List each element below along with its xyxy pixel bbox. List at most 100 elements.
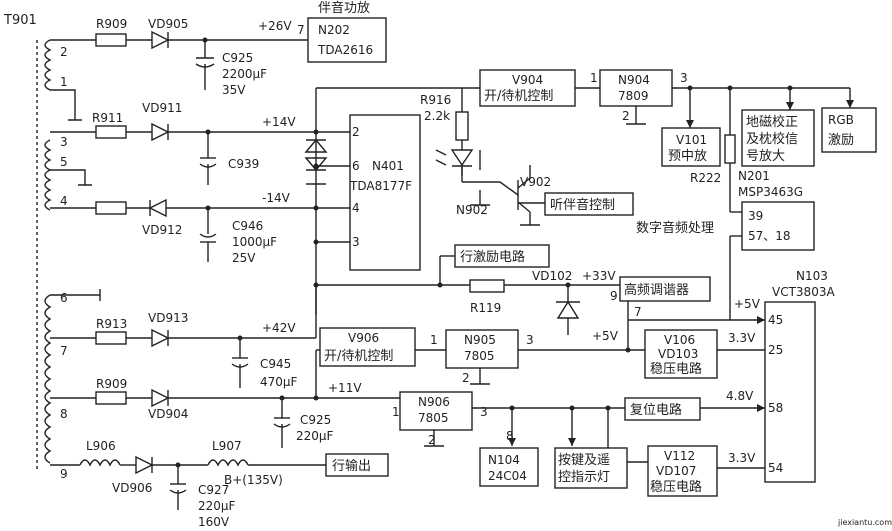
r916-value: 2.2k: [424, 109, 450, 123]
row-11v: [50, 349, 400, 448]
n401-pin3: 3: [352, 235, 360, 249]
n104-pin: 8: [506, 429, 514, 443]
v101-block: [661, 127, 721, 167]
n904-pin3: 3: [680, 71, 688, 85]
c939-label: C939: [228, 157, 259, 171]
geo-line3: 号放大: [746, 149, 785, 164]
reset-block: [624, 397, 701, 421]
vneg14-label: -14V: [262, 191, 291, 205]
tuner-block: [619, 276, 711, 302]
n103-pin54: 54: [768, 461, 783, 475]
n401-part: TDA8177F: [349, 179, 412, 193]
n202-ref: N202: [318, 23, 350, 37]
row-14v: [50, 122, 350, 185]
v904-label: 开/待机控制: [484, 89, 553, 104]
n103-pin25: 25: [768, 343, 783, 357]
c927-label: C927: [198, 483, 229, 497]
c925-top-value: 2200μF: [222, 67, 267, 81]
n103-part: VCT3803A: [772, 285, 835, 299]
n103-ref: N103: [796, 269, 828, 283]
v14-label: +14V: [262, 115, 296, 129]
dsp-label: 数字音频处理: [636, 220, 714, 236]
vd904-label: VD904: [148, 407, 188, 421]
v33-lower-label: 3.3V: [728, 451, 756, 465]
geo-line1: 地磁校正: [746, 114, 798, 130]
r909-bottom-label: R909: [96, 377, 127, 391]
pin-4: 4: [60, 194, 68, 208]
n906-pin2: 2: [428, 433, 436, 447]
tuner-pin7: 7: [634, 305, 642, 319]
c925-bottom-value: 220μF: [296, 429, 334, 443]
n905-chip: [445, 329, 519, 369]
reset-label: 复位电路: [630, 402, 682, 418]
r909-top-label: R909: [96, 17, 127, 31]
v11-label: +11V: [328, 381, 362, 395]
listen-label: 听伴音控制: [550, 197, 615, 213]
row-26v: [50, 30, 308, 90]
keys-line1: 按键及遥: [558, 453, 610, 468]
pin-6: 6: [60, 291, 68, 305]
transformer-windings: [36, 39, 52, 470]
v5-label-upper: +5V: [734, 297, 761, 311]
v906-label: 开/待机控制: [324, 349, 393, 364]
pin-7: 7: [60, 344, 68, 358]
watermark: jiexiantu.com: [837, 518, 892, 527]
hdrive-label: 行激励电路: [460, 249, 525, 265]
v42-label: +42V: [262, 321, 296, 335]
c925-bottom-label: C925: [300, 413, 331, 427]
n905-pin3: 3: [526, 333, 534, 347]
n401-chip: [349, 114, 421, 271]
c945-value: 470μF: [260, 375, 298, 389]
n103-pin58: 58: [768, 401, 783, 415]
hout-block: [325, 453, 389, 477]
n401-pin6: 6: [352, 159, 360, 173]
n904-output-wiring: [626, 85, 854, 212]
n401-wiring: [304, 87, 480, 315]
l907-label: L907: [212, 439, 242, 453]
keys-line2: 控指示灯: [558, 470, 610, 485]
n904-ref: N904: [618, 73, 650, 87]
n201-part: MSP3463G: [738, 185, 803, 199]
c946-value: 1000μF: [232, 235, 277, 249]
rgb-block: [821, 107, 877, 153]
v33-upper-label: 3.3V: [728, 331, 756, 345]
r119-label: R119: [470, 301, 501, 315]
rgb-line1: RGB: [828, 113, 854, 127]
pin-8: 8: [60, 407, 68, 421]
r222-label: R222: [690, 171, 721, 185]
v904-ref: V904: [512, 73, 543, 87]
n905-wiring: [470, 316, 765, 385]
pin-3: 3: [60, 135, 68, 149]
v106-line1: V106: [664, 333, 695, 347]
pin-1: 1: [60, 75, 68, 89]
n104-chip: [479, 447, 539, 487]
v902-label: V902: [520, 175, 551, 189]
n201-chip: [741, 201, 815, 251]
n904-pin1: 1: [590, 71, 598, 85]
row-neg14v: [50, 198, 350, 262]
l906-label: L906: [86, 439, 116, 453]
n906-part: 7805: [418, 411, 449, 425]
v112-block: [647, 445, 718, 497]
n401-pin4: 4: [352, 201, 360, 215]
n905-part: 7805: [464, 349, 495, 363]
vd905-label: VD905: [148, 17, 188, 31]
vd102-label: VD102: [532, 269, 572, 283]
v106-line2: VD103: [658, 347, 698, 361]
pin-5: 5: [60, 155, 68, 169]
n401-pin2: 2: [352, 125, 360, 139]
r911-label: R911: [92, 111, 123, 125]
row-135v: [50, 455, 326, 510]
v135-label: B+(135V): [224, 473, 283, 487]
v112-line3: 稳压电路: [650, 479, 702, 495]
n906-chip: [399, 391, 473, 431]
c925-top-voltage: 35V: [222, 83, 246, 97]
v5-label-lower: +5V: [592, 329, 619, 343]
listen-control-wiring: [435, 88, 545, 226]
tuner-label: 高频调谐器: [624, 282, 689, 298]
v101-line2: 预中放: [668, 149, 707, 164]
geo-block: [741, 109, 815, 167]
v112-line2: VD107: [656, 464, 696, 478]
n103-pin45: 45: [768, 313, 783, 327]
